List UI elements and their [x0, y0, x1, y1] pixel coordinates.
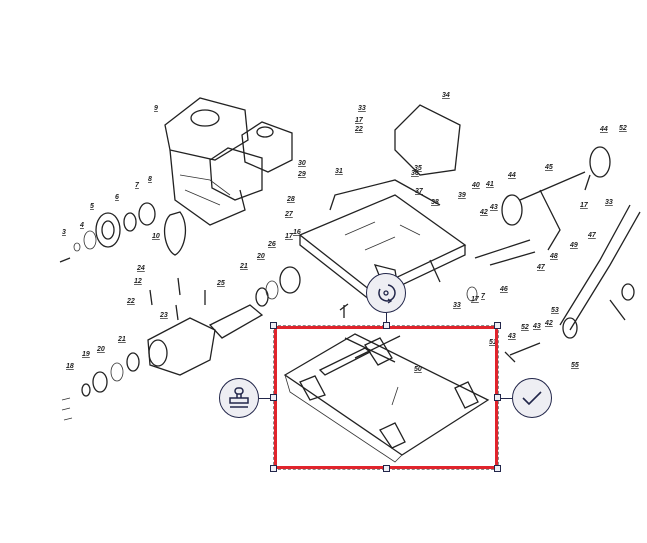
part-label: 24: [136, 265, 145, 272]
confirm-button[interactable]: [512, 378, 552, 418]
engine-drawing: [163, 97, 293, 256]
pulley-parts: [59, 202, 156, 263]
part-label: 42: [479, 209, 488, 216]
part-label: 46: [499, 286, 508, 293]
part-label: 19: [82, 351, 90, 358]
selection-box[interactable]: [273, 325, 499, 470]
part-label: 49: [569, 242, 578, 249]
rotate-icon: [378, 284, 396, 304]
resize-handle-top-left[interactable]: [270, 322, 277, 329]
part-label: 7: [481, 293, 486, 300]
part-label: 28: [286, 196, 295, 203]
part-label: 44: [599, 126, 608, 133]
part-label: 17: [471, 296, 480, 303]
part-label: 29: [297, 171, 306, 178]
part-label: 10: [152, 233, 160, 240]
part-label: 17: [580, 202, 589, 209]
part-label: 5: [90, 203, 94, 210]
part-label: 45: [544, 164, 553, 171]
part-label: 20: [256, 253, 265, 260]
part-label: 53: [551, 307, 559, 314]
part-label: 51: [489, 339, 497, 346]
part-label: 30: [298, 160, 306, 167]
part-label: 18: [66, 363, 74, 370]
part-label: 55: [571, 362, 579, 369]
part-label: 21: [117, 336, 126, 343]
part-label: 43: [532, 323, 541, 330]
part-label: 35: [414, 165, 422, 172]
part-label: 44: [507, 172, 516, 179]
part-label: 52: [619, 125, 627, 132]
part-label: 47: [587, 232, 597, 239]
stamp-icon: [229, 387, 249, 408]
handle-assembly: [466, 146, 641, 363]
resize-handle-right[interactable]: [494, 394, 501, 401]
rotate-button[interactable]: [366, 273, 406, 313]
part-label: 22: [354, 126, 363, 133]
resize-handle-bottom[interactable]: [383, 465, 390, 472]
part-label: 40: [471, 182, 480, 189]
resize-handle-bottom-right[interactable]: [494, 465, 501, 472]
part-label: 4: [79, 222, 84, 229]
part-label: 48: [549, 253, 558, 260]
part-label: 21: [239, 263, 248, 270]
part-label: 50: [414, 366, 422, 373]
part-label: 47: [536, 264, 546, 271]
part-label: 9: [154, 105, 158, 112]
part-label: 12: [134, 278, 142, 285]
resize-handle-top[interactable]: [383, 322, 390, 329]
part-label: 27: [284, 211, 294, 218]
part-label: 33: [605, 199, 613, 206]
rotate-connector: [386, 313, 388, 323]
part-label: 16: [293, 229, 301, 236]
shaft-assembly: [61, 266, 301, 421]
part-label: 43: [507, 333, 516, 340]
part-label: 8: [148, 176, 152, 183]
part-label: 26: [267, 241, 276, 248]
part-label: 37: [415, 188, 424, 195]
part-label: 33: [453, 302, 461, 309]
part-label: 22: [126, 298, 135, 305]
part-label: 23: [159, 312, 168, 319]
part-label: 7: [135, 182, 140, 189]
part-label: 25: [216, 280, 225, 287]
stamp-connector: [259, 398, 271, 400]
part-label: 33: [358, 105, 366, 112]
part-label: 39: [458, 192, 466, 199]
part-label: 36: [411, 170, 419, 177]
checkmark-icon: [522, 391, 542, 406]
resize-handle-top-right[interactable]: [494, 322, 501, 329]
part-label: 42: [544, 320, 553, 327]
confirm-connector: [500, 398, 512, 400]
part-label: 34: [442, 92, 450, 99]
part-label: 20: [96, 346, 105, 353]
stamp-button[interactable]: [219, 378, 259, 418]
resize-handle-bottom-left[interactable]: [270, 465, 277, 472]
part-label: 17: [285, 233, 294, 240]
part-label: 17: [355, 117, 364, 124]
part-label: 6: [115, 194, 119, 201]
part-label: 43: [489, 204, 498, 211]
base-plate: [283, 333, 490, 463]
part-label: 41: [485, 181, 494, 188]
resize-handle-left[interactable]: [270, 394, 277, 401]
part-label: 52: [521, 324, 529, 331]
part-label: 31: [335, 168, 343, 175]
part-label: 38: [431, 199, 439, 206]
part-label: 3: [62, 229, 66, 236]
